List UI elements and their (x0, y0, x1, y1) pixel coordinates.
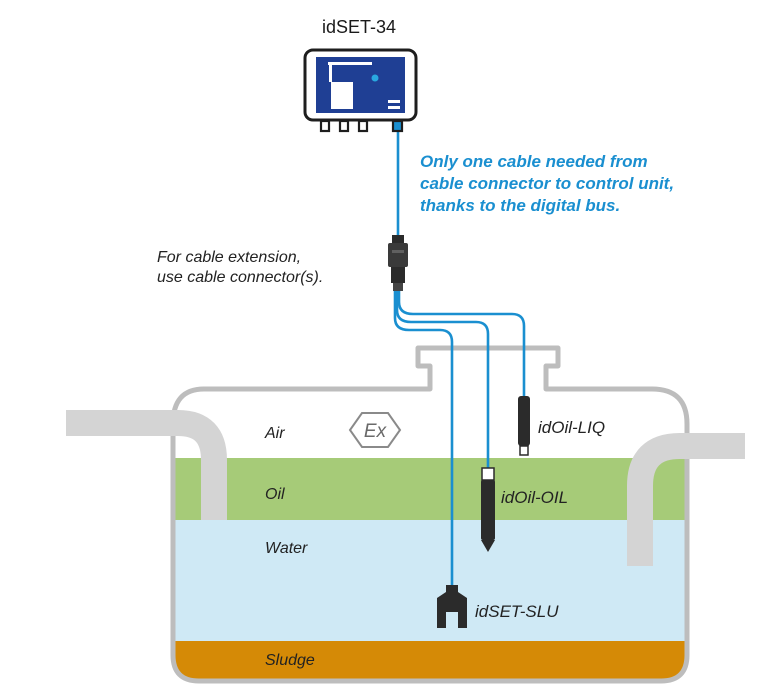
sensor-label-liq: idOil-LIQ (538, 418, 605, 437)
gland-2 (338, 119, 350, 133)
cable-to-liq (397, 290, 526, 396)
sludge-layer (173, 641, 687, 681)
extension-note-line-1: For cable extension, (157, 249, 301, 266)
extension-note-line-2: use cable connector(s). (157, 269, 323, 286)
control-unit-label: idSET-34 (322, 17, 396, 37)
gland-4-cable (391, 119, 404, 133)
gland-3 (357, 119, 369, 133)
status-led-icon (371, 74, 379, 82)
cable-note-line-3: thanks to the digital bus. (420, 196, 620, 215)
cable-note-line-1: Only one cable needed from (420, 152, 648, 171)
ex-hexagon-icon (348, 412, 402, 448)
layer-label-air: Air (264, 425, 285, 442)
ex-mark-text: Ex (364, 421, 388, 442)
sensor-label-oil: idOil-OIL (501, 488, 568, 507)
sensor-label-slu: idSET-SLU (475, 602, 559, 621)
cable-note-line-2: cable connector to control unit, (420, 174, 674, 193)
cable-connector (388, 235, 408, 291)
outlet-pipe (627, 433, 745, 566)
layer-label-water: Water (265, 540, 308, 557)
oil-layer (173, 458, 687, 520)
sensor-idoil-oil (481, 467, 495, 552)
control-unit-display (331, 82, 353, 109)
cable-to-slu (393, 290, 454, 585)
inlet-pipe (66, 410, 227, 520)
tank-layers (173, 458, 687, 681)
gland-1 (319, 119, 331, 133)
sensor-idoil-liq (518, 396, 530, 456)
layer-label-sludge: Sludge (265, 652, 315, 669)
control-unit (303, 48, 418, 133)
ex-mark: Ex (348, 412, 402, 448)
cables (393, 128, 526, 585)
cable-to-oil (395, 290, 490, 468)
layer-label-oil: Oil (265, 486, 285, 503)
sensor-idset-slu (437, 585, 467, 628)
water-layer (173, 520, 687, 641)
